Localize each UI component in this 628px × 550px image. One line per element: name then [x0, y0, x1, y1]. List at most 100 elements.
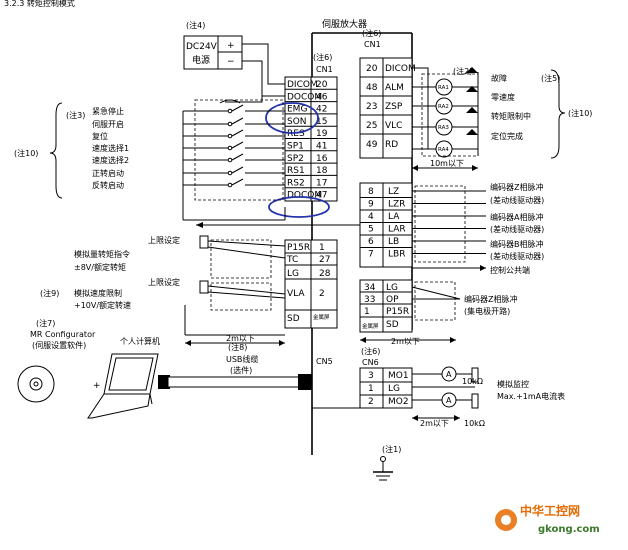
plus-mark: +	[93, 381, 101, 391]
switch-contact	[227, 170, 233, 176]
switch-blade	[231, 117, 244, 125]
out-pin-rd: RD	[385, 140, 398, 150]
switch-blade	[231, 104, 244, 112]
usb-label: USB线缆	[226, 354, 258, 364]
encoder-label: 控制公共端	[490, 265, 530, 275]
switch-blade	[231, 166, 244, 174]
out-pin-dicom: DICOM	[385, 64, 416, 74]
note-1: (注1)	[382, 444, 401, 454]
svg-text:A: A	[446, 396, 452, 405]
resistor-1-label: 10kΩ	[462, 377, 483, 386]
input-switches	[183, 99, 285, 188]
analog-pin-number: 1	[319, 243, 325, 253]
analog-pin-number: 28	[319, 269, 331, 279]
speed-limit-label: 模拟速度限制	[74, 288, 122, 298]
input-label: 速度选择2	[92, 155, 129, 165]
monitor-label: 模拟监控	[497, 379, 529, 389]
enc-pin-number: 8	[368, 187, 374, 197]
encoder-label: (差动线驱动器)	[490, 251, 544, 261]
distance-cn6: 2m以下	[420, 419, 449, 428]
pin-name-res: RES	[287, 129, 305, 139]
output-torque-limit: 转矩限制中	[491, 111, 531, 121]
relay-label: RA3	[438, 125, 449, 131]
switch-contact	[227, 121, 233, 127]
switch-contact	[227, 157, 233, 163]
resistor-1	[471, 367, 479, 383]
limit-pot-1	[199, 235, 209, 249]
input-label: 正转启动	[92, 168, 124, 178]
input-label: 反转启动	[92, 180, 124, 190]
analog-pin-vla: VLA	[287, 289, 305, 299]
relay-label: RA4	[438, 147, 449, 153]
svg-text:A: A	[446, 370, 452, 379]
enc-pin-lzr: LZR	[388, 200, 405, 210]
enc-pin-lbr: LBR	[388, 250, 405, 260]
switch-blade	[231, 141, 244, 149]
out-pin-number: 20	[366, 64, 378, 74]
plus-sign: +	[227, 41, 235, 51]
cn5-label: CN5	[316, 357, 333, 366]
amp-title: 伺服放大器	[322, 18, 367, 30]
torque-scale-label: ±8V/额定转矩	[74, 262, 126, 272]
diode-icon	[466, 107, 478, 113]
cn6-pin-lg: LG	[388, 384, 400, 394]
input-label: 速度选择1	[92, 143, 129, 153]
note-9: (注9)	[40, 288, 59, 298]
out-pin-number: 25	[366, 121, 377, 131]
oc-label-1: 编码器Z相脉冲	[464, 294, 517, 304]
cn6-block	[359, 367, 413, 409]
analog-pin-lg: LG	[287, 269, 299, 279]
encoder-label: (差动线驱动器)	[490, 195, 544, 205]
out-pin-number: 48	[366, 83, 378, 93]
cn1-open-collector	[359, 279, 413, 333]
output-zero-speed: 零速度	[491, 92, 515, 102]
out-pin-vlc: VLC	[385, 121, 402, 131]
cn1-right-label: CN1	[364, 40, 381, 49]
switch-blade	[231, 153, 244, 161]
cn6-pin-mo2: MO2	[388, 397, 409, 407]
pin-number: 15	[316, 117, 327, 127]
out-pin-alm: ALM	[385, 83, 404, 93]
cn1-right-output	[359, 57, 413, 159]
analog-pin-p15r: P15R	[287, 243, 310, 253]
usb-sub: (选件)	[230, 365, 252, 375]
limit-pot-2	[199, 280, 209, 294]
cn6-label: CN6	[362, 358, 379, 367]
encoder-label: 编码器B相脉冲	[490, 239, 544, 249]
minus-sign: −	[227, 57, 235, 67]
corner-title: 3.2.3 转矩控制模式	[4, 0, 75, 8]
enc-pin-number: 6	[368, 237, 374, 247]
diode-icon	[466, 86, 478, 92]
pin-number: 16	[316, 154, 328, 164]
relay-label: RA2	[438, 104, 449, 110]
enc-pin-lb: LB	[388, 237, 399, 247]
resistor-2	[471, 393, 479, 409]
switch-blade	[231, 129, 244, 137]
metal-plate-label: 金属屏	[313, 313, 330, 321]
input-label: 复位	[92, 131, 108, 141]
oc-pin-op: OP	[386, 295, 399, 305]
diode-icon	[466, 129, 478, 135]
switch-contact	[227, 108, 233, 114]
pin-name-son: SON	[287, 117, 307, 127]
limit-label-2: 上限设定	[148, 277, 180, 287]
mr-config-label: MR Configurator	[30, 330, 96, 339]
note-2: (注2)	[453, 66, 472, 76]
encoder-label: 编码器Z相脉冲	[490, 182, 543, 192]
encoder-labels: 编码器Z相脉冲(差动线驱动器)编码器A相脉冲(差动线驱动器)编码器B相脉冲(差动…	[490, 182, 544, 275]
note-10b: (注10)	[568, 108, 592, 118]
pin-name-dicom: DICOM	[287, 80, 318, 90]
oc-pin-number: 33	[364, 295, 375, 305]
pin-number: 47	[316, 191, 327, 201]
relay-label: RA1	[438, 85, 449, 91]
cn1-left-label: CN1	[316, 65, 333, 74]
pin-number: 41	[316, 142, 327, 152]
output-in-position: 定位完成	[491, 131, 523, 141]
note-10a: (注10)	[14, 148, 38, 158]
